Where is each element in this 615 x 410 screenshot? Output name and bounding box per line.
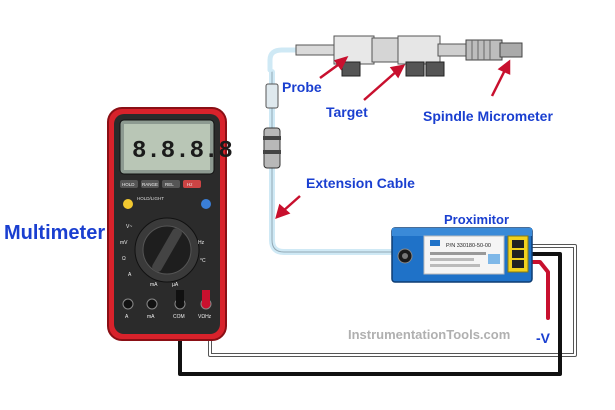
label-spindle-micrometer: Spindle Micrometer	[423, 108, 553, 124]
meter-btn-rel: REL	[165, 182, 174, 187]
label-extension-cable: Extension Cable	[306, 175, 415, 191]
meter-btn-range: RANGE	[142, 182, 158, 187]
probe-cable-edge	[272, 72, 396, 252]
label-voltage: -V	[536, 330, 550, 346]
dial-label-7: °C	[200, 258, 206, 264]
probe-cable	[272, 72, 396, 252]
red-lead-plug	[202, 290, 210, 306]
terminal-ma: mA	[147, 314, 155, 320]
proximitor-part-number: P/N 330180-50-00	[446, 243, 491, 249]
meter-btn-hold: HOLD	[122, 182, 135, 187]
label-probe: Probe	[282, 79, 322, 95]
terminal-v: VΩHz	[198, 314, 212, 320]
dial-label-2: Ω	[122, 256, 126, 262]
proximitor-device: P/N 330180-50-00	[392, 228, 532, 282]
meter-display-value: 8.8.8.8	[132, 138, 233, 165]
multimeter-device: 8.8.8.8 HOLD RANGE REL Hz HOLD/LIGHT V~ …	[108, 108, 233, 340]
label-proximitor: Proximitor	[444, 212, 509, 227]
target-arrow	[364, 70, 398, 100]
dial-label-5: µA	[172, 282, 179, 288]
terminal-com: COM	[173, 314, 185, 320]
dial-label-0: V~	[126, 224, 132, 230]
spindle-arrow	[492, 68, 506, 96]
wiring	[180, 50, 575, 374]
watermark: InstrumentationTools.com	[348, 327, 510, 342]
dial-label-1: mV	[120, 240, 128, 246]
dial-label-4: mA	[150, 282, 158, 288]
dial-label-6: Hz	[198, 240, 205, 246]
black-lead-plug	[176, 290, 184, 306]
label-multimeter: Multimeter	[4, 222, 105, 245]
meter-btn-hz: Hz	[187, 182, 193, 187]
label-target: Target	[326, 104, 368, 120]
meter-func-label: HOLD/LIGHT	[137, 196, 164, 201]
